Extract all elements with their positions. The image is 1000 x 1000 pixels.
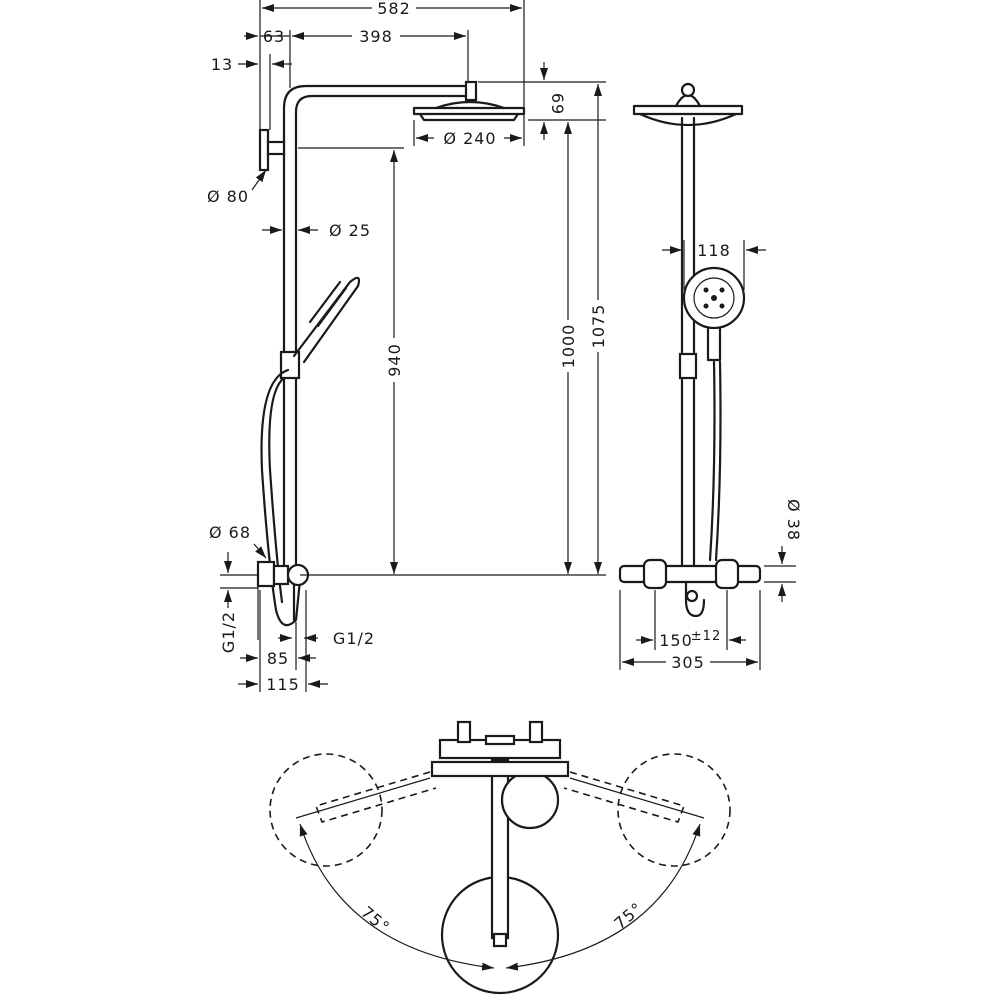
angle-left: 75°	[357, 902, 393, 937]
dim-115: 115	[266, 675, 300, 694]
angle-right: 75°	[610, 898, 646, 933]
dim-13: 13	[211, 55, 233, 74]
dim-398: 398	[359, 27, 393, 46]
dim-80: Ø 80	[207, 187, 249, 206]
dim-582: 582	[377, 0, 411, 18]
dim-940: 940	[385, 343, 404, 377]
dim-g12-left: G1/2	[219, 611, 238, 653]
dim-g12-right: G1/2	[333, 629, 375, 648]
dim-85: 85	[267, 649, 289, 668]
dim-1000: 1000	[559, 324, 578, 369]
dim-1075: 1075	[589, 304, 608, 349]
dim-68: Ø 68	[209, 523, 251, 542]
dim-63: 63	[263, 27, 285, 46]
dim-305: 305	[671, 653, 705, 672]
dim-25: Ø 25	[329, 221, 371, 240]
dim-150-tolerance: ±12	[691, 629, 721, 644]
angle-arc-right	[505, 823, 701, 971]
top-view	[269, 720, 731, 995]
front-view	[618, 82, 762, 618]
dim-150: 150	[659, 631, 693, 650]
dim-240: Ø 240	[443, 129, 496, 148]
dim-118: 118	[697, 241, 731, 260]
dim-38: Ø 38	[784, 499, 803, 541]
angle-arc-left	[299, 823, 495, 971]
dim-69: 69	[548, 93, 567, 115]
